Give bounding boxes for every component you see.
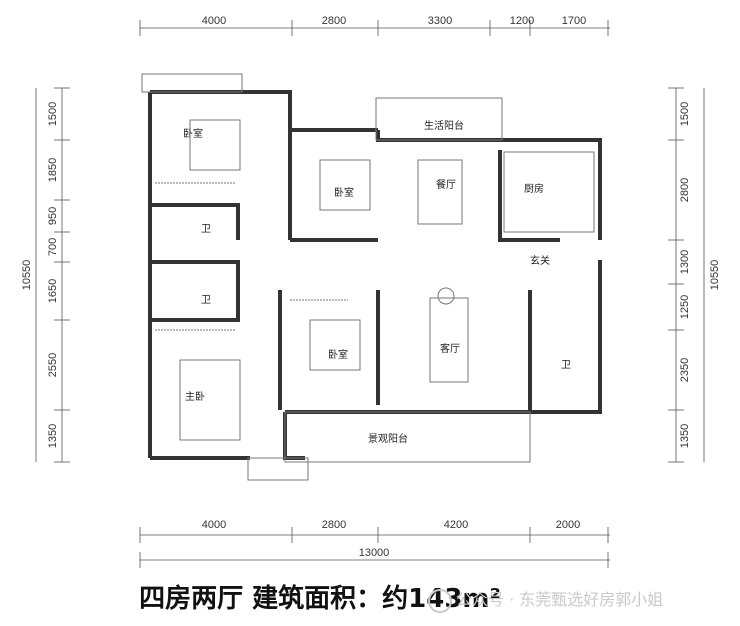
room-foyer: 玄关 <box>530 254 550 267</box>
dim-left-7: 1350 <box>47 424 59 448</box>
room-bedroom-s: 卧室 <box>328 348 348 361</box>
dim-left-5: 1650 <box>47 279 59 303</box>
dim-right-2: 2800 <box>679 178 691 202</box>
room-bath-3: 卫 <box>561 360 571 371</box>
dim-top-3: 3300 <box>428 15 452 27</box>
room-dining: 餐厅 <box>436 178 456 191</box>
room-view-balcony: 景观阳台 <box>368 432 408 445</box>
dim-left-1: 1500 <box>47 102 59 126</box>
room-bedroom-nw: 卧室 <box>183 127 203 140</box>
room-master-bedroom: 主卧 <box>185 390 205 403</box>
walls <box>148 90 602 460</box>
dim-right-5: 2350 <box>679 358 691 382</box>
dim-bottom-4: 2000 <box>556 519 580 531</box>
watermark-text: 公众号 · 东莞甄选好房郭小姐 <box>456 590 664 609</box>
dim-right-total: 10550 <box>709 260 721 291</box>
dim-bottom-3: 4200 <box>444 519 468 531</box>
dim-top-1: 4000 <box>202 15 226 27</box>
wechat-icon <box>428 588 452 613</box>
dimension-lines <box>35 20 705 568</box>
dim-left-6: 2550 <box>47 353 59 377</box>
dim-bottom-2: 2800 <box>322 519 346 531</box>
dim-left-total: 10550 <box>21 260 33 291</box>
dim-right-4: 1250 <box>679 295 691 319</box>
room-living: 客厅 <box>440 342 460 355</box>
dim-bottom-total: 13000 <box>359 547 390 559</box>
dim-top-2: 2800 <box>322 15 346 27</box>
thin-lines <box>141 73 595 481</box>
dim-top-5: 1700 <box>562 15 586 27</box>
dim-top-4: 1200 <box>510 15 534 27</box>
room-utility-balcony: 生活阳台 <box>424 119 464 132</box>
dim-right-1: 1500 <box>679 102 691 126</box>
dim-right-3: 1300 <box>679 250 691 274</box>
dim-left-2: 1850 <box>47 158 59 182</box>
dim-left-3: 950 <box>47 207 59 225</box>
room-bath-2: 卫 <box>201 295 211 306</box>
dim-bottom-1: 4000 <box>202 519 226 531</box>
room-kitchen: 厨房 <box>524 182 544 195</box>
dim-left-4: 700 <box>47 238 59 256</box>
dim-right-6: 1350 <box>679 424 691 448</box>
watermark: 公众号 · 东莞甄选好房郭小姐 <box>428 586 663 613</box>
room-bath-1: 卫 <box>201 224 211 235</box>
room-bedroom-n: 卧室 <box>334 186 354 199</box>
